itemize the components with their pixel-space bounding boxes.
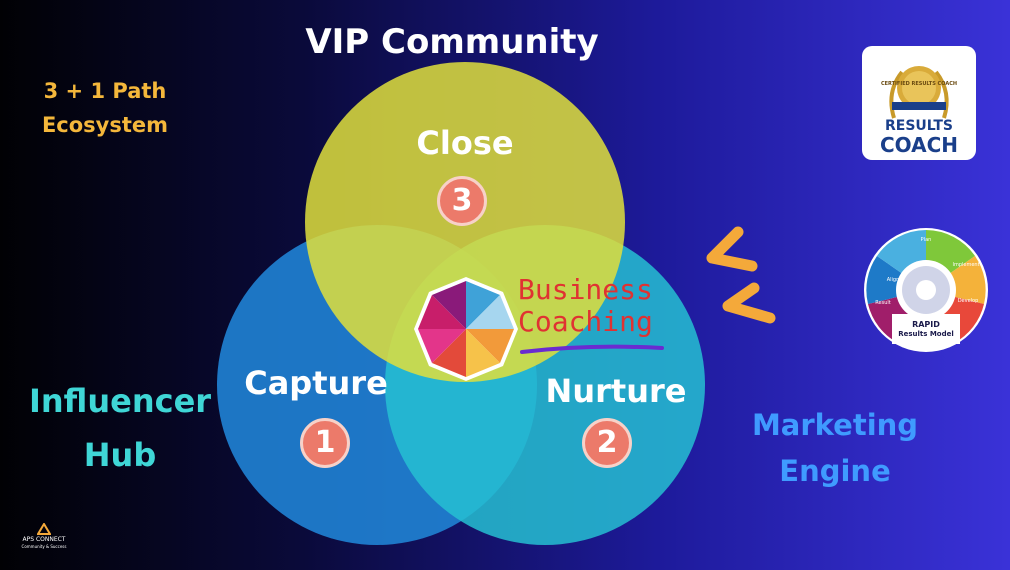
ecosystem-label: 3 + 1 Path Ecosystem: [41, 79, 169, 137]
arrow-icon: [706, 226, 776, 324]
aps-logo-icon: [37, 523, 51, 535]
business-coaching-label: Business Coaching: [518, 273, 653, 338]
marketing-engine-label: Marketing Engine: [751, 408, 919, 488]
close-label: Close: [416, 124, 514, 162]
page-title: VIP Community: [305, 22, 599, 62]
capture-label: Capture: [244, 364, 388, 402]
rapid-model-graphic: Align Plan Implement Develop Result RAPI…: [862, 226, 990, 354]
nurture-label: Nurture: [545, 372, 687, 410]
aps-logo-text: APS CONNECT Community & Success: [21, 536, 67, 549]
step-3-badge: 3: [437, 176, 487, 226]
coaching-underline: [520, 344, 664, 354]
step-1-badge: 1: [300, 418, 350, 468]
coaching-wheel-icon: [414, 277, 518, 381]
results-coach-badge: CERTIFIED RESULTS COACH RESULTS COACH: [862, 46, 976, 160]
influencer-hub-label: Influencer Hub: [28, 382, 212, 474]
step-2-badge: 2: [582, 418, 632, 468]
rapid-ring-icon: [864, 228, 988, 352]
laurel-seal-icon: [889, 66, 949, 119]
